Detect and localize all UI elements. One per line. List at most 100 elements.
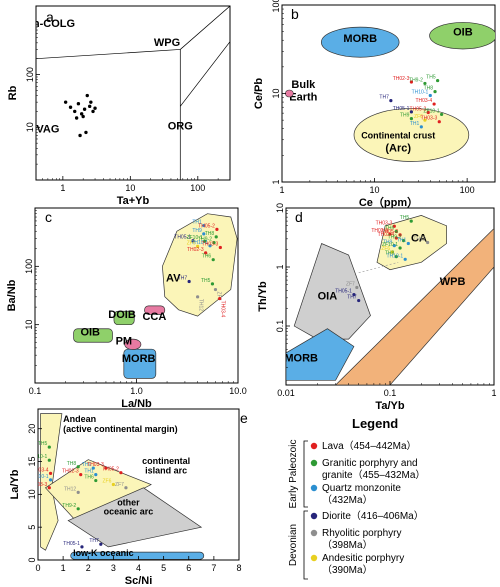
data-point (392, 244, 396, 248)
y-tick-label: 10 (275, 203, 285, 213)
y-axis-label: Th/Yb (257, 281, 269, 312)
data-point (213, 287, 218, 292)
field-label: island arc (145, 465, 187, 475)
y-tick-label: 10 (271, 88, 281, 98)
y-tick-label: 15 (27, 457, 37, 467)
point-label: TH6 (84, 475, 94, 481)
data-point (423, 118, 427, 122)
x-tick-label: 100 (190, 183, 205, 193)
data-point (218, 245, 222, 250)
data-point (76, 490, 80, 494)
field-label: Continental crust (361, 131, 435, 141)
point-label: TH03-4 (220, 301, 226, 318)
y-tick-label: 1 (271, 179, 281, 184)
data-point (73, 109, 77, 114)
legend-marker (310, 529, 318, 537)
y-tick-label: 20 (27, 424, 37, 434)
boundary-syncolg (36, 49, 181, 60)
data-point (81, 114, 85, 119)
point-label: TH5 (426, 75, 436, 81)
y-tick-label: 100 (25, 67, 35, 82)
x-axis-label: Ta+Yb (117, 195, 150, 207)
legend-marker (310, 512, 318, 520)
data-point (423, 81, 427, 86)
data-point (191, 239, 195, 243)
field-label: low-K oceanic (73, 548, 134, 558)
point-label: ZF7 (346, 281, 355, 287)
data-point (398, 233, 402, 237)
data-point (218, 296, 222, 301)
data-point (196, 295, 200, 299)
x-axis-label: Sc/Ni (125, 575, 153, 587)
data-point (398, 246, 402, 250)
field-label: WPG (154, 37, 180, 49)
field-label: Earth (289, 92, 317, 104)
data-point (82, 107, 87, 111)
data-point (433, 90, 437, 94)
y-tick-label: 10 (25, 122, 35, 132)
data-point (204, 251, 208, 255)
y-axis-label: Rb (7, 85, 19, 100)
data-point (436, 78, 440, 83)
x-tick-label: 2 (86, 563, 91, 573)
point-label: TH1 (84, 469, 94, 475)
boundary-wpg-org (180, 41, 230, 107)
field-label: CCA (142, 311, 166, 323)
x-tick-label: 5 (161, 563, 166, 573)
point-label: TH05-1 (174, 235, 191, 241)
oceanic-arc-field (67, 487, 203, 548)
x-tick-label: 1 (491, 388, 496, 398)
point-label: TH9 (82, 462, 92, 468)
point-label: TH9-2 (409, 77, 423, 83)
panel-letter: d (295, 209, 303, 225)
legend-item-label: Granitic porphyry and (322, 458, 418, 469)
data-point (426, 110, 430, 115)
panel-letter: e (240, 410, 248, 426)
data-point (210, 282, 215, 286)
morb-field (286, 328, 355, 381)
x-tick-label: 8 (236, 563, 241, 573)
legend-marker (310, 442, 318, 450)
y-axis-label: Ce/Pb (253, 78, 265, 109)
point-label: TH5 (38, 441, 48, 447)
y-tick-label: 10 (27, 489, 37, 499)
data-point (89, 100, 93, 104)
legend-item-label-line2: （398Ma） (322, 539, 373, 551)
point-label: TH1 (192, 220, 202, 226)
data-point (392, 224, 396, 228)
data-point (80, 545, 84, 549)
x-tick-label: 6 (186, 563, 191, 573)
data-point (409, 219, 413, 223)
data-point (406, 241, 410, 246)
field-label: VAG (36, 123, 59, 135)
point-label: ZF7 (215, 292, 221, 301)
trend-line (358, 262, 399, 274)
data-point (63, 100, 68, 104)
data-point (432, 102, 436, 106)
cca-field (144, 305, 166, 315)
point-label: TH9-2 (198, 237, 212, 243)
point-label: TH7 (89, 538, 99, 544)
data-point (79, 473, 83, 477)
point-label: TH02-3 (187, 247, 204, 253)
data-point (187, 279, 191, 284)
field-label: AV (166, 272, 181, 284)
doib-field (113, 310, 135, 326)
x-tick-label: 0.1 (29, 386, 42, 396)
data-point (437, 120, 441, 124)
data-point (401, 239, 406, 243)
point-label: TH05-2 (381, 229, 398, 235)
data-point (394, 255, 398, 259)
oib-field (429, 22, 495, 50)
low-k-oceanic-field (70, 551, 205, 560)
data-point (403, 257, 407, 261)
data-point (352, 293, 356, 297)
field-label: continental (142, 456, 190, 466)
point-label: TH9 (400, 113, 410, 119)
data-point (76, 507, 80, 511)
panel-letter: a (46, 9, 54, 25)
